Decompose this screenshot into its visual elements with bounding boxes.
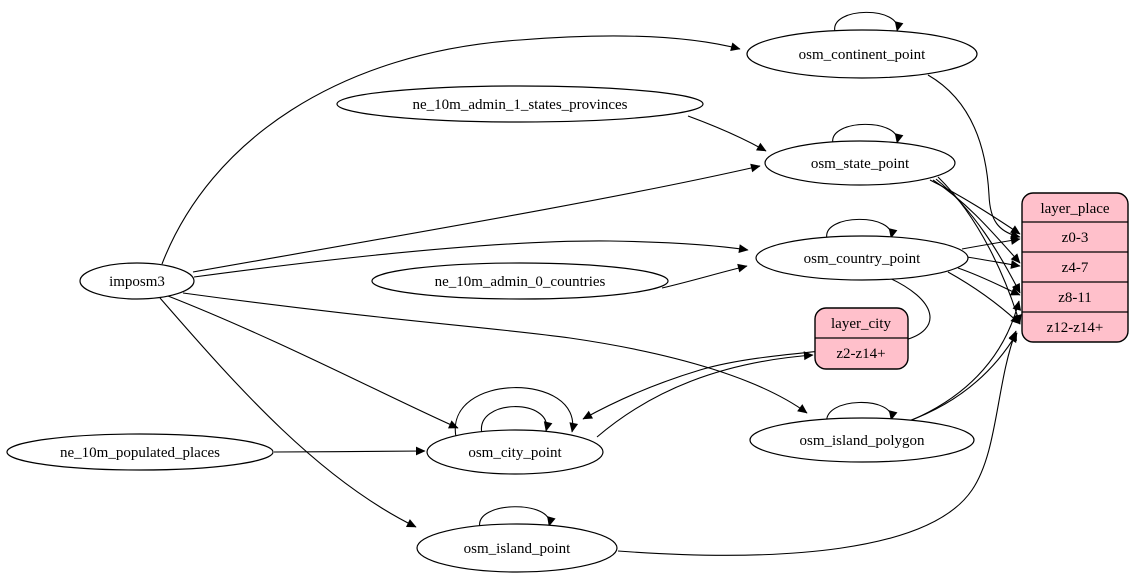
edge-imposm3-to-osm_city_point bbox=[167, 295, 459, 429]
self-loop-osm_continent_point bbox=[834, 11, 904, 33]
node-label-osm_country_point: osm_country_point bbox=[804, 251, 921, 267]
imposm3-ellipse bbox=[79, 262, 195, 300]
node-label-imposm3: imposm3 bbox=[109, 274, 165, 290]
node-ne_10m_admin_1_states_provinces: ne_10m_admin_1_states_provinces bbox=[336, 85, 704, 123]
node-osm_continent_point: osm_continent_point bbox=[746, 29, 978, 79]
node-osm_island_point: osm_island_point bbox=[416, 523, 618, 573]
record-layer_place: layer_place z0-3 z4-7 z8-11 z12-z14+ bbox=[1021, 192, 1129, 343]
edge-layer bbox=[159, 11, 1022, 556]
edge-osm_island_point-to-layer_place-z12-z14 bbox=[617, 330, 1017, 556]
node-label-ne_10m_admin_0: ne_10m_admin_0_countries bbox=[435, 274, 606, 290]
self-loop-osm_country_point bbox=[826, 218, 898, 240]
edge-osm_country_point-to-layer_place-z4-7 bbox=[966, 256, 1021, 269]
self-loop-osm_island_point bbox=[479, 506, 556, 529]
node-label-osm_island_polygon: osm_island_polygon bbox=[799, 433, 925, 449]
node-ne_10m_populated_places: ne_10m_populated_places bbox=[6, 433, 274, 471]
osm_island_polygon-ellipse bbox=[749, 417, 975, 463]
edge-imposm3-to-osm_country_point bbox=[193, 240, 749, 278]
node-imposm3: imposm3 bbox=[79, 262, 195, 300]
osm_country_point-ellipse bbox=[755, 235, 969, 281]
ne_10m_populated_places-ellipse bbox=[6, 433, 274, 471]
record-row-layer_city-z2-z14: z2-z14+ bbox=[836, 346, 885, 362]
self-loop-osm_city_point-inner bbox=[481, 406, 553, 435]
node-ne_10m_admin_0_countries: ne_10m_admin_0_countries bbox=[371, 262, 669, 300]
self-loop-osm_state_point bbox=[832, 123, 904, 145]
edge-osm_country_point-to-layer_place-z8-11 bbox=[957, 267, 1021, 296]
edge-osm_continent_point-to-layer_place-z0-3 bbox=[927, 74, 1021, 240]
edge-osm_state_point-to-layer_place-z0-3 bbox=[929, 179, 1021, 235]
node-label-osm_island_point: osm_island_point bbox=[464, 541, 572, 557]
ne_10m_admin_0-ellipse bbox=[371, 262, 669, 300]
edge-osm_country_point-to-layer_place-z0-3 bbox=[961, 236, 1021, 250]
node-osm_city_point: osm_city_point bbox=[426, 429, 604, 475]
edge-ne_10m_populated_places-to-osm_city_point bbox=[273, 446, 426, 456]
edge-osm_state_point-to-layer_place-z4-7 bbox=[932, 179, 1021, 264]
record-title-layer_place: layer_place bbox=[1040, 201, 1109, 217]
record-row-layer_place-z0-3: z0-3 bbox=[1062, 230, 1089, 246]
edge-ne_10m_admin_0-to-osm_country_point bbox=[661, 263, 748, 289]
edge-imposm3-to-osm_island_point bbox=[159, 297, 417, 528]
node-osm_island_polygon: osm_island_polygon bbox=[749, 417, 975, 463]
record-row-layer_place-z8-11: z8-11 bbox=[1058, 290, 1092, 306]
self-loop-osm_city_point-outer bbox=[454, 387, 579, 438]
osm_island_point-ellipse bbox=[416, 523, 618, 573]
node-osm_country_point: osm_country_point bbox=[755, 235, 969, 281]
node-osm_state_point: osm_state_point bbox=[764, 140, 956, 186]
record-row-layer_place-z12-z14: z12-z14+ bbox=[1047, 320, 1104, 336]
node-label-ne_10m_admin_1: ne_10m_admin_1_states_provinces bbox=[413, 97, 628, 113]
osm_state_point-ellipse bbox=[764, 140, 956, 186]
edge-imposm3-to-osm_continent_point bbox=[161, 35, 741, 265]
layer_place-box bbox=[1021, 192, 1129, 343]
ne_10m_admin_1-ellipse bbox=[336, 85, 704, 123]
edge-imposm3-to-osm_island_polygon bbox=[182, 292, 808, 414]
node-label-osm_continent_point: osm_continent_point bbox=[799, 47, 926, 63]
edge-osm_island_polygon-to-layer_place-z12-z14 bbox=[905, 332, 1018, 423]
edge-osm_country_point-to-layer_place-z12-z14 bbox=[947, 271, 1021, 325]
edge-osm_island_polygon-to-layer_place-z8-11 bbox=[911, 300, 1022, 421]
record-title-layer_city: layer_city bbox=[831, 316, 891, 332]
osm_city_point-ellipse bbox=[426, 429, 604, 475]
edge-imposm3-to-osm_state_point bbox=[192, 163, 761, 273]
edge-osm_city_point-to-layer_city-z2-z14 bbox=[596, 351, 814, 438]
edge-ne_10m_admin_1-to-osm_state_point bbox=[687, 115, 767, 152]
node-label-osm_city_point: osm_city_point bbox=[468, 445, 562, 461]
node-label-osm_state_point: osm_state_point bbox=[811, 156, 910, 172]
node-label-ne_10m_populated_places: ne_10m_populated_places bbox=[60, 445, 220, 461]
osm_continent_point-ellipse bbox=[746, 29, 978, 79]
record-layer_city: layer_city z2-z14+ bbox=[814, 307, 909, 370]
record-row-layer_place-z4-7: z4-7 bbox=[1062, 260, 1089, 276]
edge-osm_state_point-to-layer_place-z8-11 bbox=[935, 178, 1021, 294]
self-loop-osm_island_polygon bbox=[826, 401, 898, 425]
